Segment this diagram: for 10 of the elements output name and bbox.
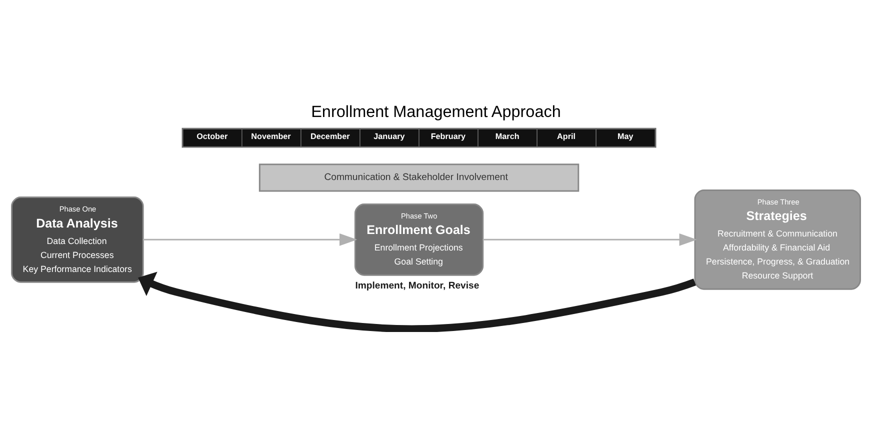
- label: December: [310, 132, 350, 142]
- label: October: [196, 132, 228, 142]
- label: January: [374, 132, 405, 142]
- label: February: [430, 132, 466, 142]
- edge-label: Implement, Monitor, Revise: [355, 280, 480, 292]
- label: April: [557, 132, 576, 142]
- label: November: [251, 132, 291, 142]
- label: May: [618, 132, 634, 142]
- label: March: [495, 132, 520, 142]
- diagram-title: Enrollment Management Approach: [311, 102, 561, 121]
